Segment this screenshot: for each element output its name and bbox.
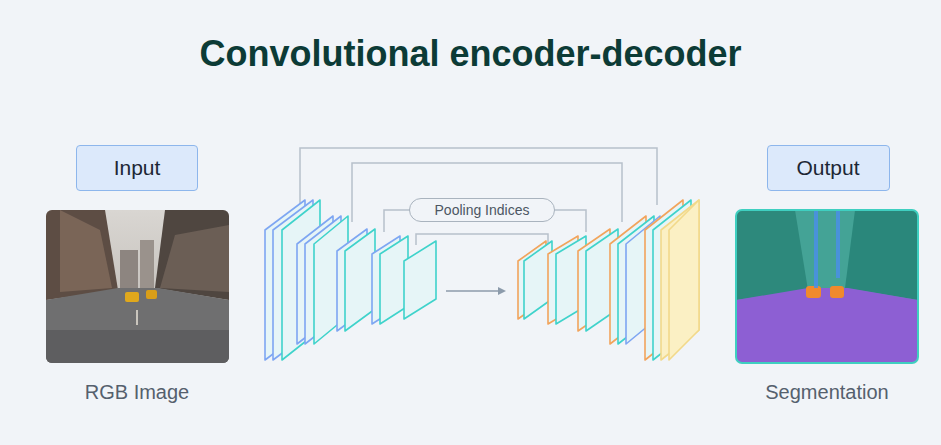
feature-map-slab: [669, 200, 699, 360]
node-text: Output: [796, 156, 859, 180]
output-box: Output: [767, 145, 890, 191]
node-text: Pooling Indices: [435, 202, 530, 218]
input-box: Input: [76, 145, 198, 191]
feature-map-slab: [404, 241, 436, 319]
layer-slabs: [265, 200, 699, 360]
image-caption: RGB Image: [85, 381, 189, 404]
feature-map-slab: [345, 229, 375, 331]
flow-arrow: [446, 287, 506, 295]
pooling-indices-pill: Pooling Indices: [409, 198, 555, 222]
segmentation-frame: [736, 210, 918, 363]
segmentation-photo: [736, 210, 918, 363]
node-text: Input: [114, 156, 161, 180]
input-photo: [46, 210, 229, 363]
diagram-title: Convolutional encoder-decoder: [0, 33, 941, 75]
pooling-lines: [300, 148, 657, 245]
image-caption: Segmentation: [765, 381, 888, 404]
feature-map-slab: [661, 200, 699, 360]
